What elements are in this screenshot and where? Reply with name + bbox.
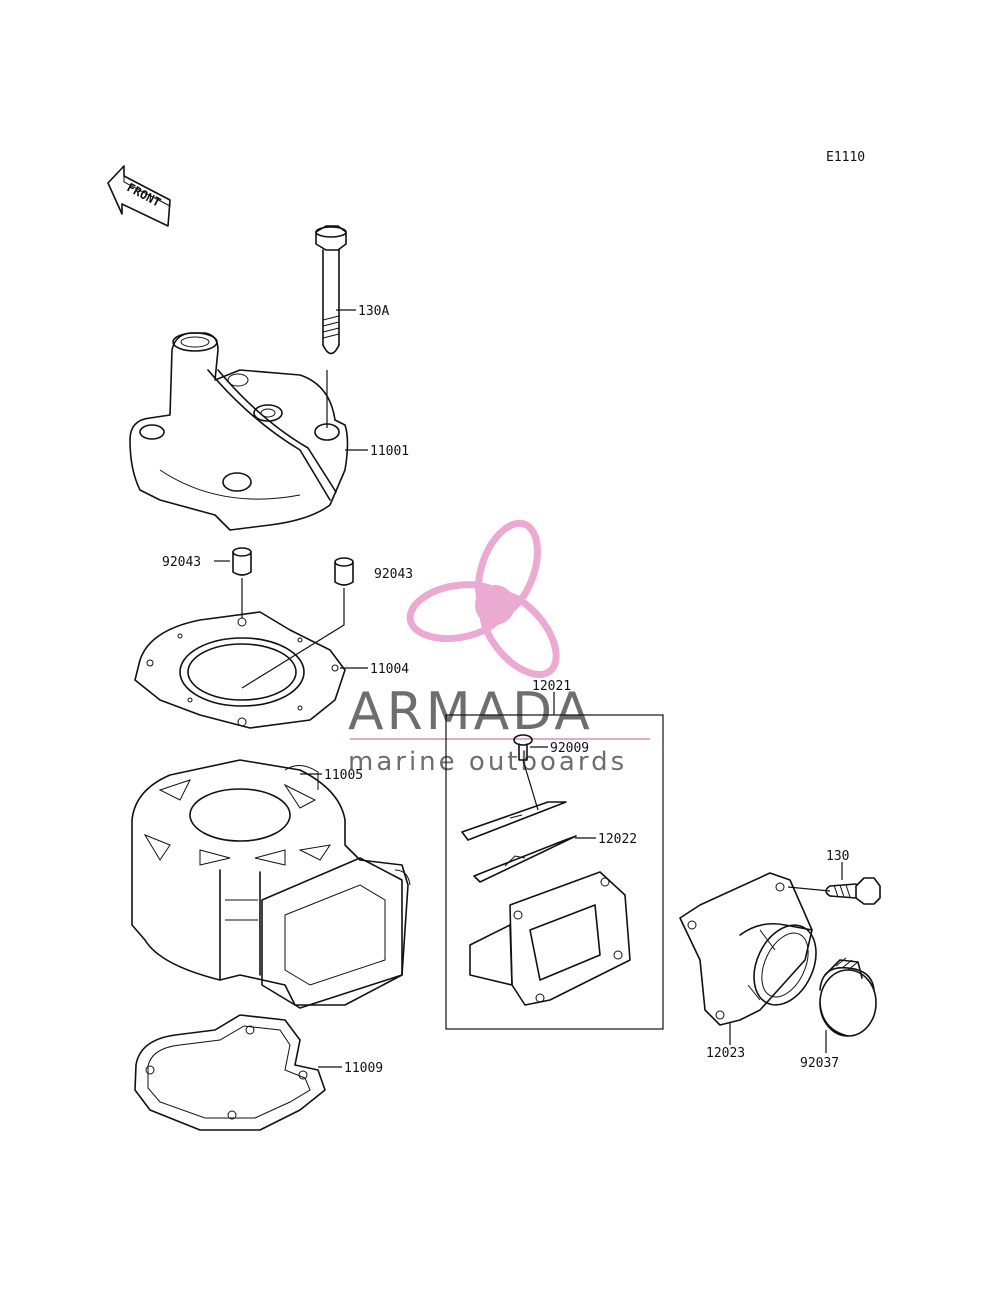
armada-logo-icon: [406, 519, 560, 678]
reed-stopper: [461, 801, 567, 841]
watermark-brand: ARMADA: [348, 682, 593, 742]
label-11001: 11001: [370, 444, 409, 459]
label-92043-right: 92043: [374, 567, 413, 582]
head-gasket-11004: [134, 611, 346, 729]
clamp-92037: [819, 957, 877, 1037]
label-12023: 12023: [706, 1046, 745, 1061]
dowel-pin-left: [232, 547, 252, 618]
diagram-code: E1110: [826, 150, 865, 165]
base-gasket-11009: [134, 1014, 326, 1131]
watermark-tagline: marine outboards: [348, 747, 627, 777]
label-11005: 11005: [324, 768, 363, 783]
cylinder-head-11001: [129, 332, 349, 531]
reed-12022: [473, 835, 577, 883]
front-arrow-label: FRONT: [125, 180, 163, 209]
bolt-130a: [315, 225, 347, 428]
label-12022: 12022: [598, 832, 637, 847]
front-arrow-icon: FRONT: [107, 165, 171, 227]
dowel-pin-right: [241, 557, 354, 689]
label-92037: 92037: [800, 1056, 839, 1071]
bolt-130: [787, 877, 881, 905]
label-130: 130: [826, 849, 849, 864]
cylinder-11005: [131, 759, 411, 1009]
reed-block: [469, 871, 631, 1006]
label-92043-left: 92043: [162, 555, 201, 570]
label-11004: 11004: [370, 662, 409, 677]
label-12021: 12021: [532, 679, 571, 694]
screw-92009: [513, 734, 539, 811]
label-92009: 92009: [550, 741, 589, 756]
label-130a: 130A: [358, 304, 389, 319]
intake-pipe-12023: [679, 872, 817, 1026]
label-11009: 11009: [344, 1061, 383, 1076]
